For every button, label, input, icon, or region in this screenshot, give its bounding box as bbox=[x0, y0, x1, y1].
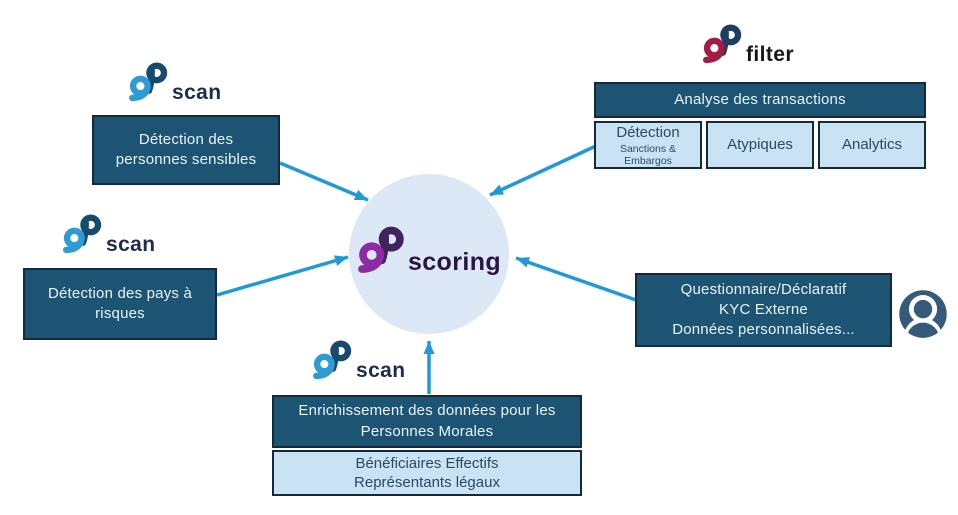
box-analyse-transactions-header: Analyse des transactions bbox=[594, 82, 926, 118]
center-circle: scoring bbox=[349, 174, 509, 334]
box-detection-pays-risques: Détection des pays à risques bbox=[23, 268, 217, 340]
filter-wordmark: filter bbox=[746, 42, 794, 66]
cell-title: Détection bbox=[616, 123, 680, 141]
transactions-analysis-group: Analyse des transactions Détection Sanct… bbox=[594, 82, 926, 169]
transactions-cells: Détection Sanctions & Embargos Atypiques… bbox=[594, 121, 926, 169]
ap-filter-logo: filter bbox=[702, 24, 794, 66]
scan-wordmark: scan bbox=[356, 358, 406, 382]
cell-subtitle: Sanctions & Embargos bbox=[619, 143, 677, 168]
ap-scan-logo-bottom: scan bbox=[312, 340, 406, 382]
arrow-top-right-to-center bbox=[489, 143, 599, 197]
user-icon bbox=[899, 290, 947, 338]
arrow-top-left-to-center bbox=[279, 161, 369, 202]
cell-detection-sanctions-embargos: Détection Sanctions & Embargos bbox=[594, 121, 702, 169]
arrow-left-to-center bbox=[216, 255, 349, 297]
ap-scoring-logo: scoring bbox=[357, 226, 502, 276]
ap-scan-logo-top-left: scan bbox=[128, 62, 222, 104]
box-enrichissement-header: Enrichissement des données pour les Pers… bbox=[272, 395, 582, 448]
box-beneficiaires-representants: Bénéficiaires Effectifs Représentants lé… bbox=[272, 450, 582, 496]
scan-wordmark: scan bbox=[172, 80, 222, 104]
arrow-right-to-center bbox=[515, 256, 637, 302]
scoring-wordmark: scoring bbox=[407, 248, 502, 276]
cell-analytics: Analytics bbox=[818, 121, 926, 169]
cell-title: Atypiques bbox=[727, 136, 793, 154]
ap-scan-logo-left: scan bbox=[62, 214, 156, 256]
ap-logo-mark-icon bbox=[358, 226, 404, 273]
ap-logo-mark-icon bbox=[312, 340, 352, 380]
enrichment-group: Enrichissement des données pour les Pers… bbox=[272, 395, 582, 496]
ap-logo-mark-icon bbox=[703, 24, 742, 64]
cell-title: Analytics bbox=[841, 136, 903, 154]
box-questionnaire-kyc: Questionnaire/Déclaratif KYC Externe Don… bbox=[635, 273, 892, 347]
user-avatar bbox=[897, 288, 949, 345]
cell-atypiques: Atypiques bbox=[706, 121, 814, 169]
scan-wordmark: scan bbox=[106, 232, 156, 256]
ap-logo-mark-icon bbox=[129, 62, 168, 102]
ap-logo-mark-icon bbox=[63, 214, 102, 254]
box-detection-personnes-sensibles: Détection des personnes sensibles bbox=[92, 115, 280, 185]
